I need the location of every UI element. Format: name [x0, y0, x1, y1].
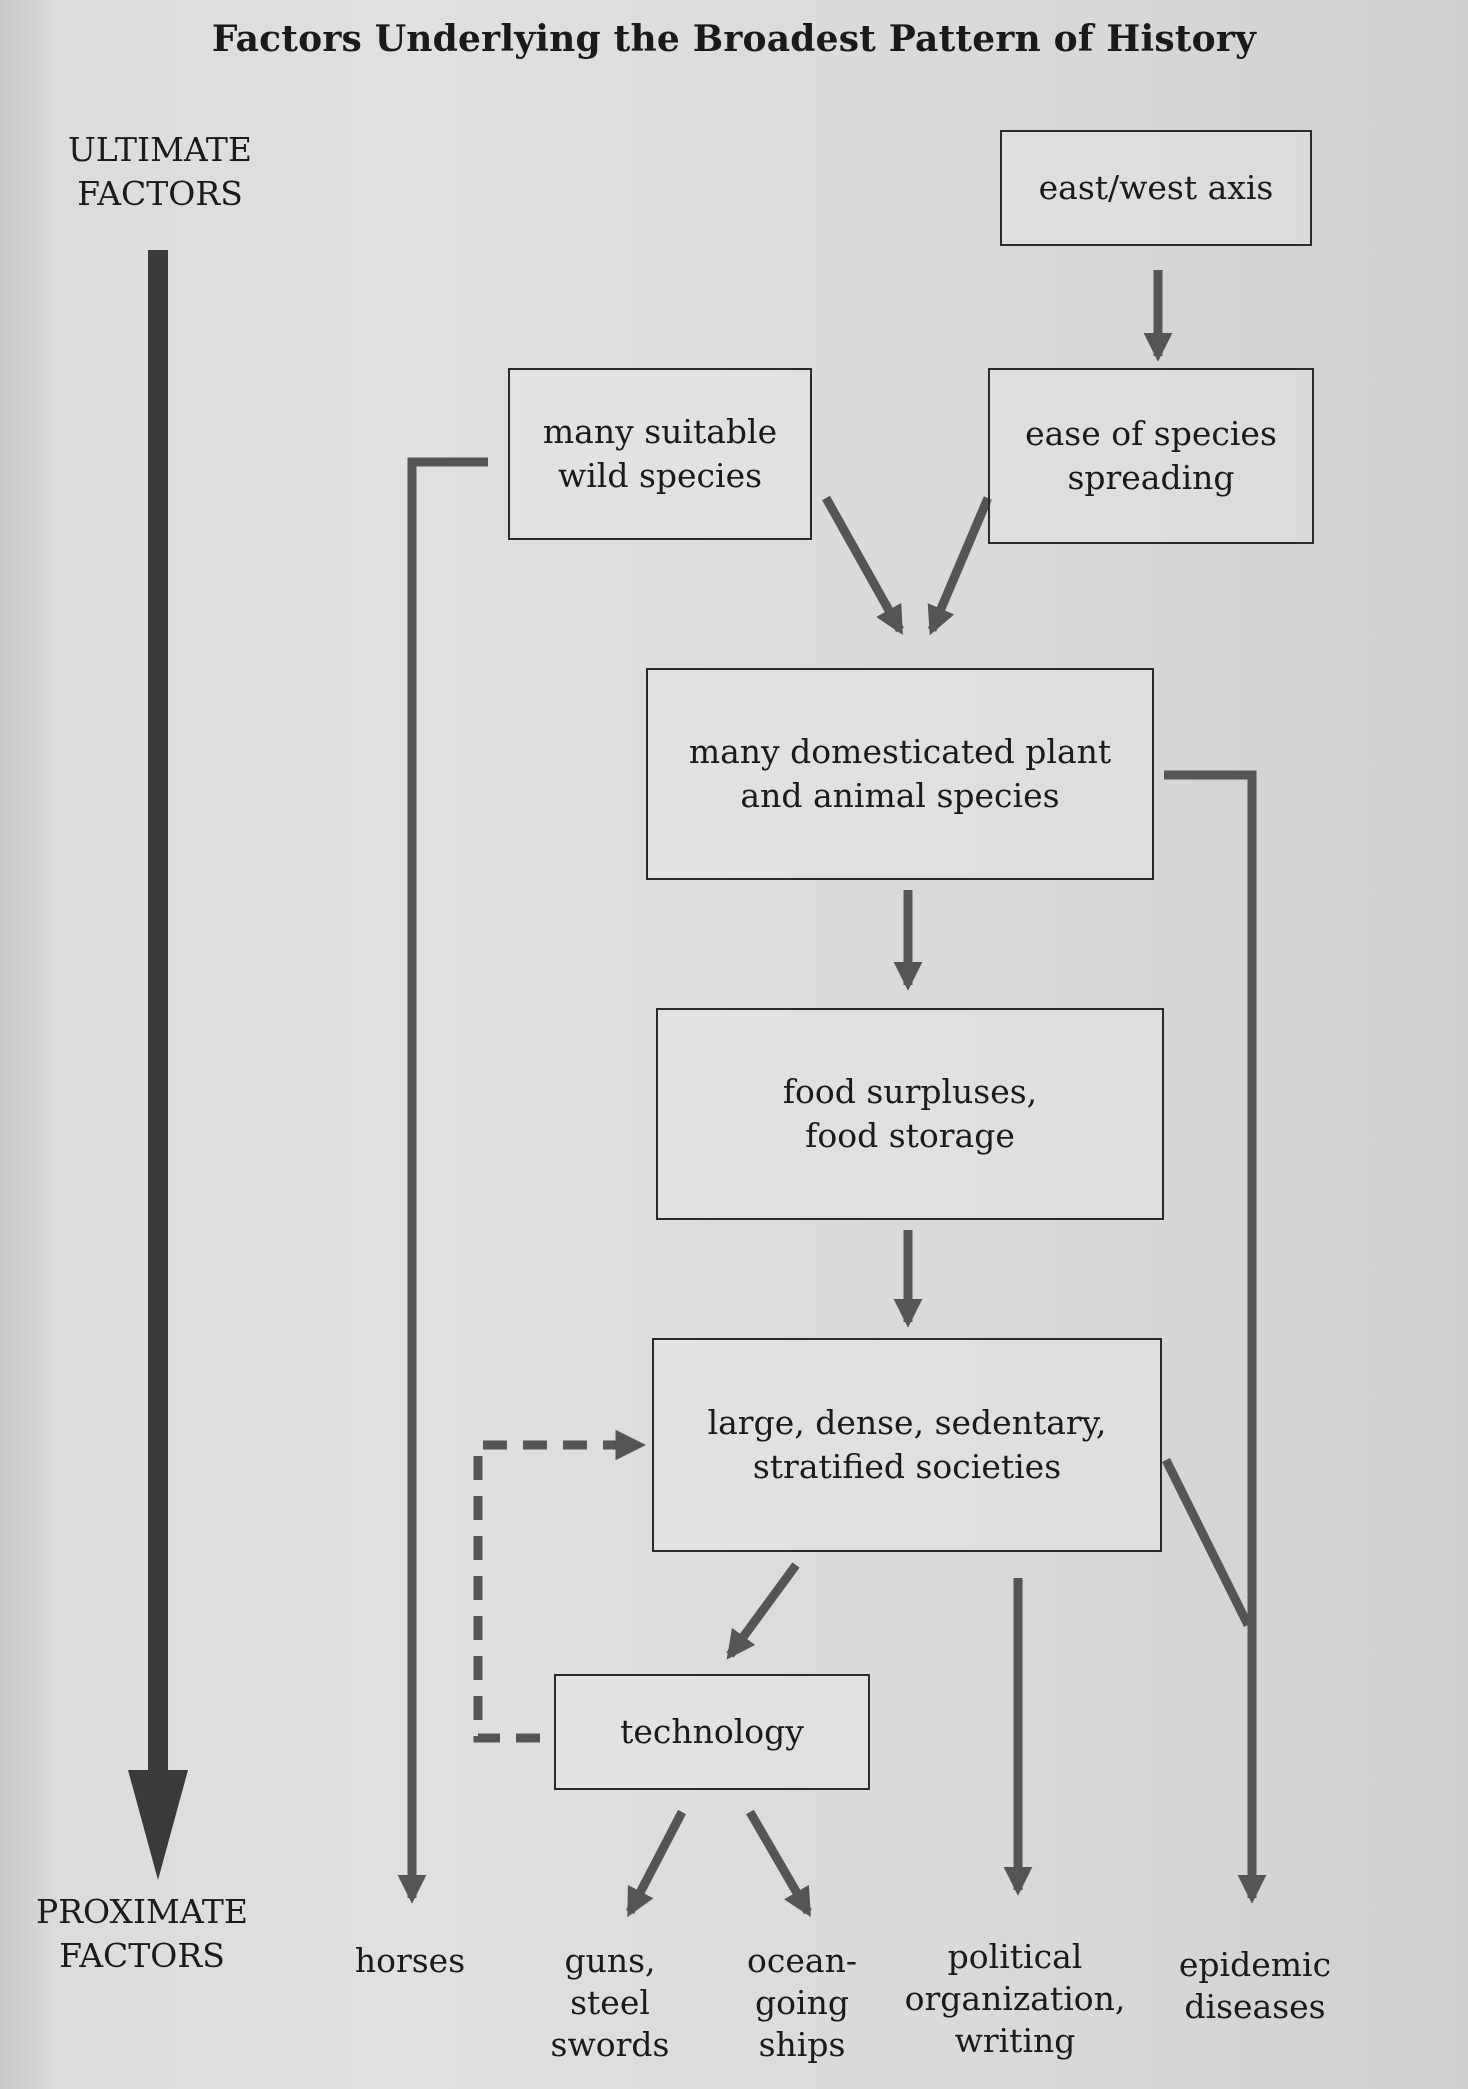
- proximate-epidemic-diseases: epidemic diseases: [1160, 1944, 1350, 2028]
- box-food-surpluses: food surpluses, food storage: [656, 1008, 1164, 1220]
- box-line: and animal species: [740, 776, 1060, 815]
- arrow-technology-to-ships: [746, 1809, 812, 1917]
- prox-line: steel: [570, 1983, 650, 2022]
- box-wild-species-text: many suitable wild species: [543, 410, 777, 498]
- prox-line: political: [947, 1937, 1083, 1976]
- box-species-spreading: ease of species spreading: [988, 368, 1314, 544]
- box-technology-text: technology: [620, 1710, 804, 1754]
- prox-line: ships: [758, 2025, 846, 2064]
- prox-line: going: [755, 1983, 849, 2022]
- arrow-spreading-to-domesticated: [927, 496, 993, 636]
- box-line: east/west axis: [1038, 168, 1274, 207]
- box-line: food surpluses,: [782, 1072, 1038, 1111]
- prox-line: guns,: [564, 1941, 656, 1980]
- arrow-societies-to-technology: [726, 1562, 800, 1660]
- ultimate-factors-label: ULTIMATE FACTORS: [40, 128, 280, 216]
- box-line: food storage: [805, 1116, 1015, 1155]
- prox-line: diseases: [1184, 1987, 1326, 2026]
- proximate-guns-steel-swords: guns, steel swords: [530, 1940, 690, 2066]
- box-wild-species: many suitable wild species: [508, 368, 812, 540]
- box-species-spreading-text: ease of species spreading: [1025, 412, 1277, 500]
- box-technology: technology: [554, 1674, 870, 1790]
- prox-line: organization,: [904, 1979, 1126, 2018]
- box-societies-text: large, dense, sedentary, stratified soci…: [708, 1401, 1107, 1489]
- proximate-political-organization-writing: political organization, writing: [890, 1936, 1140, 2062]
- arrow-domesticated-to-diseases: [1164, 770, 1267, 1904]
- box-east-west-axis: east/west axis: [1000, 130, 1312, 246]
- diagram-title: Factors Underlying the Broadest Pattern …: [211, 18, 1257, 60]
- box-line: technology: [620, 1712, 804, 1751]
- prox-line: writing: [954, 2021, 1076, 2060]
- arrow-wild-to-domesticated: [822, 495, 904, 636]
- prox-line: epidemic: [1178, 1945, 1332, 1984]
- proximate-label-line-1: PROXIMATE: [36, 1892, 248, 1931]
- dashed-arrow-technology-to-societies: [473, 1429, 647, 1743]
- ultimate-label-line-1: ULTIMATE: [68, 130, 252, 169]
- arrow-wild-to-horses: [397, 457, 488, 1904]
- box-line: spreading: [1067, 458, 1235, 497]
- prox-line: horses: [354, 1941, 466, 1980]
- prox-line: ocean-: [747, 1941, 857, 1980]
- proximate-ocean-going-ships: ocean- going ships: [722, 1940, 882, 2066]
- proximate-horses: horses: [330, 1940, 490, 1982]
- prox-line: swords: [550, 2025, 670, 2064]
- box-line: large, dense, sedentary,: [707, 1403, 1107, 1442]
- box-domesticated-species: many domesticated plant and animal speci…: [646, 668, 1154, 880]
- box-east-west-axis-text: east/west axis: [1039, 166, 1274, 210]
- box-line: stratified societies: [752, 1447, 1062, 1486]
- box-line: wild species: [557, 456, 763, 495]
- proximate-factors-label: PROXIMATE FACTORS: [22, 1890, 262, 1978]
- box-domesticated-text: many domesticated plant and animal speci…: [689, 730, 1111, 818]
- line-societies-to-diseases: [1161, 1457, 1253, 1628]
- box-line: many suitable: [542, 412, 778, 451]
- box-line: ease of species: [1025, 414, 1277, 453]
- ultimate-label-line-2: FACTORS: [77, 174, 243, 213]
- box-line: many domesticated plant: [688, 732, 1112, 771]
- proximate-label-line-2: FACTORS: [59, 1936, 225, 1975]
- box-food-surpluses-text: food surpluses, food storage: [783, 1070, 1037, 1158]
- box-societies: large, dense, sedentary, stratified soci…: [652, 1338, 1162, 1552]
- arrow-technology-to-guns: [626, 1809, 686, 1918]
- big-ultimate-to-proximate-arrow: [128, 250, 188, 1880]
